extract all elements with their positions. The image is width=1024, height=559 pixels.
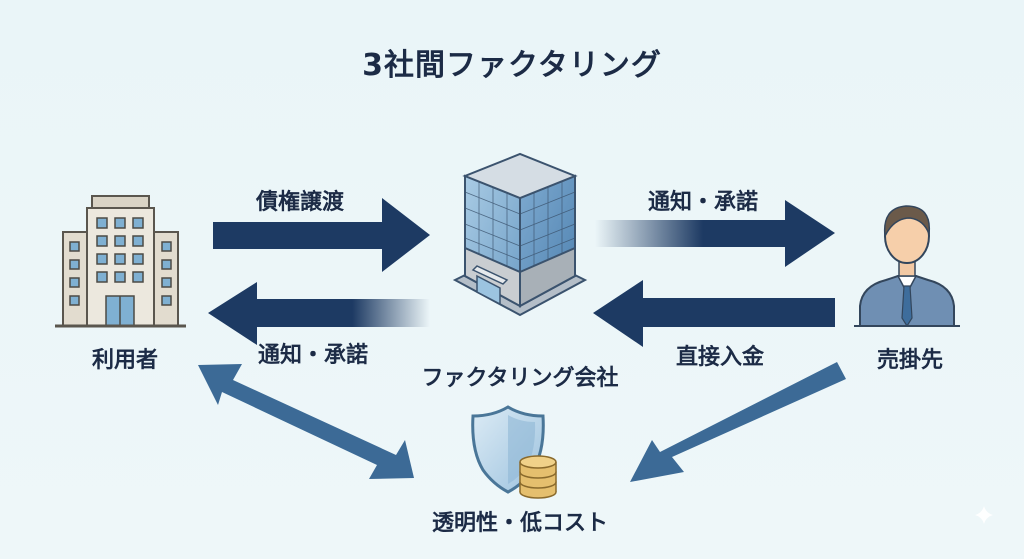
label-factor-to-user: 通知・承諾: [258, 343, 369, 368]
shield-coins-icon: [471, 405, 557, 499]
arrow-factor-to-user: [208, 282, 430, 345]
diagram-title: 3社間ファクタリング: [362, 48, 662, 83]
node-factoring-company-label: ファクタリング会社: [421, 366, 619, 391]
label-user-to-factor: 債権譲渡: [256, 190, 345, 215]
office-building-icon: [55, 195, 186, 328]
label-factor-to-debtor: 通知・承諾: [648, 190, 759, 215]
sparkle-icon: [975, 506, 993, 524]
arrow-user-to-factor: [213, 198, 430, 272]
glass-tower-icon: [452, 152, 588, 317]
arrow-debtor-to-benefit: [630, 362, 846, 482]
arrow-factor-to-debtor: [595, 200, 835, 267]
arrow-user-benefit-bidirectional: [198, 364, 414, 479]
arrow-debtor-to-factor: [593, 280, 835, 347]
node-user-label: 利用者: [91, 348, 158, 373]
label-debtor-to-factor: 直接入金: [676, 345, 765, 370]
node-benefit-label: 透明性・低コスト: [431, 511, 608, 536]
node-debtor-label: 売掛先: [876, 348, 943, 373]
businessman-icon: [854, 205, 960, 328]
